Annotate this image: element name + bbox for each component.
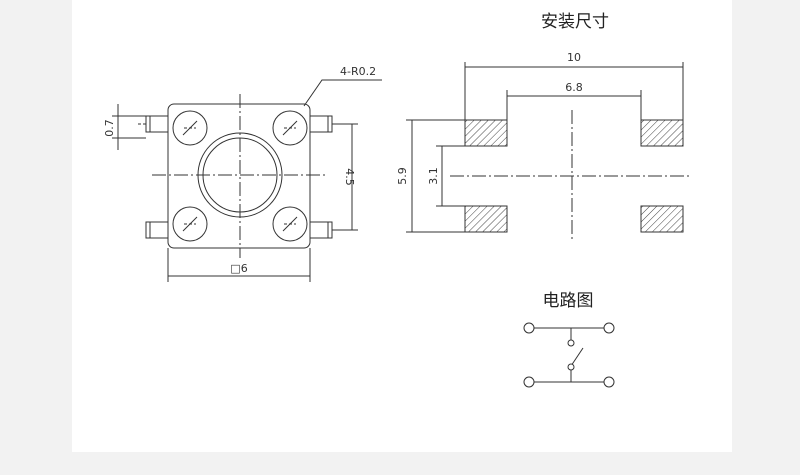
footprint-view <box>406 62 690 242</box>
circuit-title: 电路图 <box>543 291 594 311</box>
footprint-gap-dimension <box>436 145 465 207</box>
circuit-diagram <box>523 322 615 388</box>
pin-bottom-right <box>309 221 333 239</box>
body-size-dimension <box>167 248 311 282</box>
switch-top-view <box>112 79 382 282</box>
terminal-top-left <box>523 322 535 334</box>
drawing-sheet <box>72 0 732 452</box>
footprint-height-dimension <box>406 119 465 233</box>
radius-note-label: 4-R0.2 <box>340 65 376 78</box>
body-size-label: □6 <box>230 262 247 275</box>
footprint-inner-dimension <box>506 90 642 120</box>
switch-body-outline <box>167 103 311 249</box>
actuator-inner-circle <box>202 137 278 213</box>
footprint-width-dimension <box>464 62 684 120</box>
footprint-inner-label: 6.8 <box>565 81 583 94</box>
switch-blade <box>570 347 584 367</box>
switch-contact-lower <box>567 363 575 371</box>
radius-leader <box>303 79 382 107</box>
terminal-top-right <box>603 322 615 334</box>
corner-boss-top-right <box>272 110 308 146</box>
pin-bottom-left <box>145 221 169 239</box>
pad-top-left <box>464 119 508 147</box>
pad-bottom-left <box>464 205 508 233</box>
footprint-width-label: 10 <box>567 51 581 64</box>
terminal-bottom-right <box>603 376 615 388</box>
corner-boss-bottom-left <box>172 206 208 242</box>
switch-contact-upper <box>567 339 575 347</box>
pin-offset-dimension <box>112 104 146 150</box>
terminal-bottom-left <box>523 376 535 388</box>
corner-boss-top-left <box>172 110 208 146</box>
footprint-height-label: 5.9 <box>396 167 409 185</box>
pad-top-right <box>640 119 684 147</box>
install-size-title: 安装尺寸 <box>541 12 609 32</box>
pin-top-left <box>138 115 169 133</box>
pitch-vertical-label: 4.5 <box>343 168 356 186</box>
actuator-outer-circle <box>197 132 283 218</box>
pad-bottom-right <box>640 205 684 233</box>
pin-top-right <box>309 115 333 133</box>
pin-offset-label: 0.7 <box>103 119 116 137</box>
pitch-vertical-dimension <box>332 123 358 231</box>
footprint-gap-label: 3.1 <box>427 167 440 185</box>
corner-boss-bottom-right <box>272 206 308 242</box>
